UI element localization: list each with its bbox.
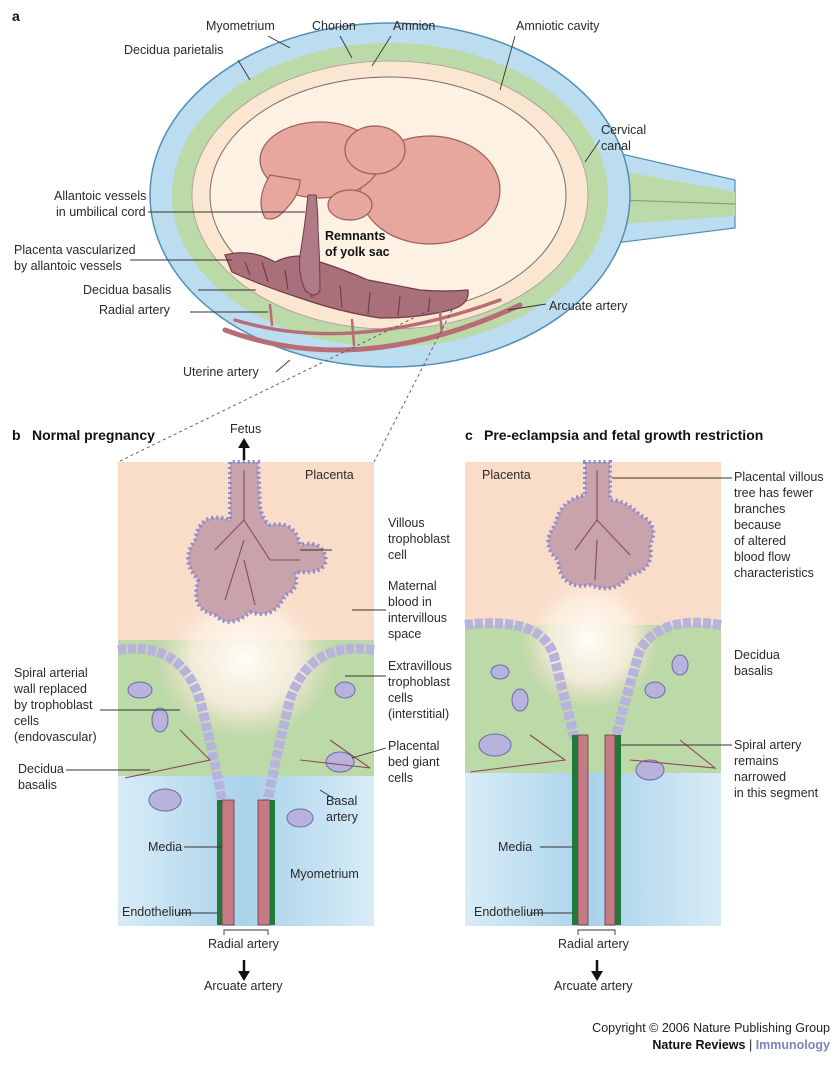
media-left-b (222, 800, 234, 925)
label-spiral-narrowed-1: Spiral artery (734, 738, 802, 752)
label-spiral-wall-4: cells (14, 714, 39, 728)
label-villous-tree-3: branches (734, 502, 785, 516)
label-myometrium: Myometrium (206, 19, 275, 33)
label-basal-artery-2: artery (326, 810, 359, 824)
panel-c-label: c (465, 427, 473, 443)
label-basal-artery-1: Basal (326, 794, 357, 808)
label-maternal-3: intervillous (388, 611, 447, 625)
label-amniotic-cavity: Amniotic cavity (516, 19, 600, 33)
label-chorion: Chorion (312, 19, 356, 33)
label-placental-bed-1: Placental (388, 739, 439, 753)
label-extravillous-4: (interstitial) (388, 707, 449, 721)
label-allantoic-2: in umbilical cord (56, 205, 146, 219)
label-extravillous-1: Extravillous (388, 659, 452, 673)
panel-c-title: Pre-eclampsia and fetal growth restricti… (484, 427, 763, 443)
label-uterine-artery: Uterine artery (183, 365, 259, 379)
label-spiral-narrowed-4: in this segment (734, 786, 819, 800)
label-maternal-4: space (388, 627, 421, 641)
label-placenta-c: Placenta (482, 468, 531, 482)
label-myometrium-b: Myometrium (290, 867, 359, 881)
panel-b-title: Normal pregnancy (32, 427, 155, 443)
endothelium-left-c (572, 735, 578, 925)
label-amnion: Amnion (393, 19, 435, 33)
label-villous-tree-6: blood flow (734, 550, 791, 564)
media-left-c (578, 735, 588, 925)
label-spiral-narrowed-2: remains (734, 754, 778, 768)
copyright-line: Copyright © 2006 Nature Publishing Group (592, 1020, 830, 1037)
label-spiral-wall-3: by trophoblast (14, 698, 93, 712)
label-villous-tree-7: characteristics (734, 566, 814, 580)
label-radial-artery-b: Radial artery (208, 937, 280, 951)
label-villous-tree-4: because (734, 518, 781, 532)
label-decidua-parietalis: Decidua parietalis (124, 43, 223, 57)
label-media-b: Media (148, 840, 182, 854)
panel-c-tissue (465, 462, 721, 926)
label-cervical-2: canal (601, 139, 631, 153)
label-radial-artery-a: Radial artery (99, 303, 171, 317)
label-decidua-b-1: Decidua (18, 762, 64, 776)
label-villous-tree-1: Placental villous (734, 470, 824, 484)
label-spiral-wall-2: wall replaced (13, 682, 87, 696)
label-fetus: Fetus (230, 422, 261, 436)
label-extravillous-3: cells (388, 691, 413, 705)
copyright-notice: Copyright © 2006 Nature Publishing Group… (592, 1020, 830, 1054)
label-villous-tree-5: of altered (734, 534, 786, 548)
label-spiral-wall-5: (endovascular) (14, 730, 97, 744)
label-villous-3: cell (388, 548, 407, 562)
endothelium-right-c (615, 735, 621, 925)
label-placenta-vasc-1: Placenta vascularized (14, 243, 136, 257)
label-endothelium-c: Endothelium (474, 905, 544, 919)
panel-b-tissue (118, 462, 374, 926)
label-decidua-c-1: Decidua (734, 648, 780, 662)
label-arcuate-artery-c: Arcuate artery (554, 979, 633, 993)
journal-separator: | (745, 1038, 755, 1052)
label-decidua-c-2: basalis (734, 664, 773, 678)
label-villous-1: Villous (388, 516, 425, 530)
label-placental-bed-2: bed giant (388, 755, 440, 769)
label-arcuate-artery-a: Arcuate artery (549, 299, 628, 313)
panel-b-label: b (12, 427, 21, 443)
journal-credit: Nature Reviews | Immunology (592, 1037, 830, 1054)
label-placental-bed-3: cells (388, 771, 413, 785)
label-villous-2: trophoblast (388, 532, 450, 546)
label-decidua-b-2: basalis (18, 778, 57, 792)
label-decidua-basalis-a: Decidua basalis (83, 283, 171, 297)
label-remnants-2: of yolk sac (325, 245, 390, 259)
media-right-b (258, 800, 270, 925)
endothelium-right-b (270, 800, 275, 925)
label-allantoic-1: Allantoic vessels (54, 189, 146, 203)
label-endothelium-b: Endothelium (122, 905, 192, 919)
endothelium-left-b (217, 800, 222, 925)
label-placenta-vasc-2: by allantoic vessels (14, 259, 122, 273)
journal-subject: Immunology (756, 1038, 830, 1052)
label-remnants-1: Remnants (325, 229, 385, 243)
media-right-c (605, 735, 615, 925)
label-media-c: Media (498, 840, 532, 854)
label-maternal-1: Maternal (388, 579, 437, 593)
label-maternal-2: blood in (388, 595, 432, 609)
label-villous-tree-2: tree has fewer (734, 486, 813, 500)
label-placenta-b: Placenta (305, 468, 354, 482)
label-radial-artery-c: Radial artery (558, 937, 630, 951)
label-cervical-1: Cervical (601, 123, 646, 137)
label-extravillous-2: trophoblast (388, 675, 450, 689)
label-arcuate-artery-b: Arcuate artery (204, 979, 283, 993)
label-spiral-narrowed-3: narrowed (734, 770, 786, 784)
journal-name: Nature Reviews (652, 1038, 745, 1052)
label-spiral-wall-1: Spiral arterial (14, 666, 88, 680)
panel-a-label: a (12, 8, 20, 24)
